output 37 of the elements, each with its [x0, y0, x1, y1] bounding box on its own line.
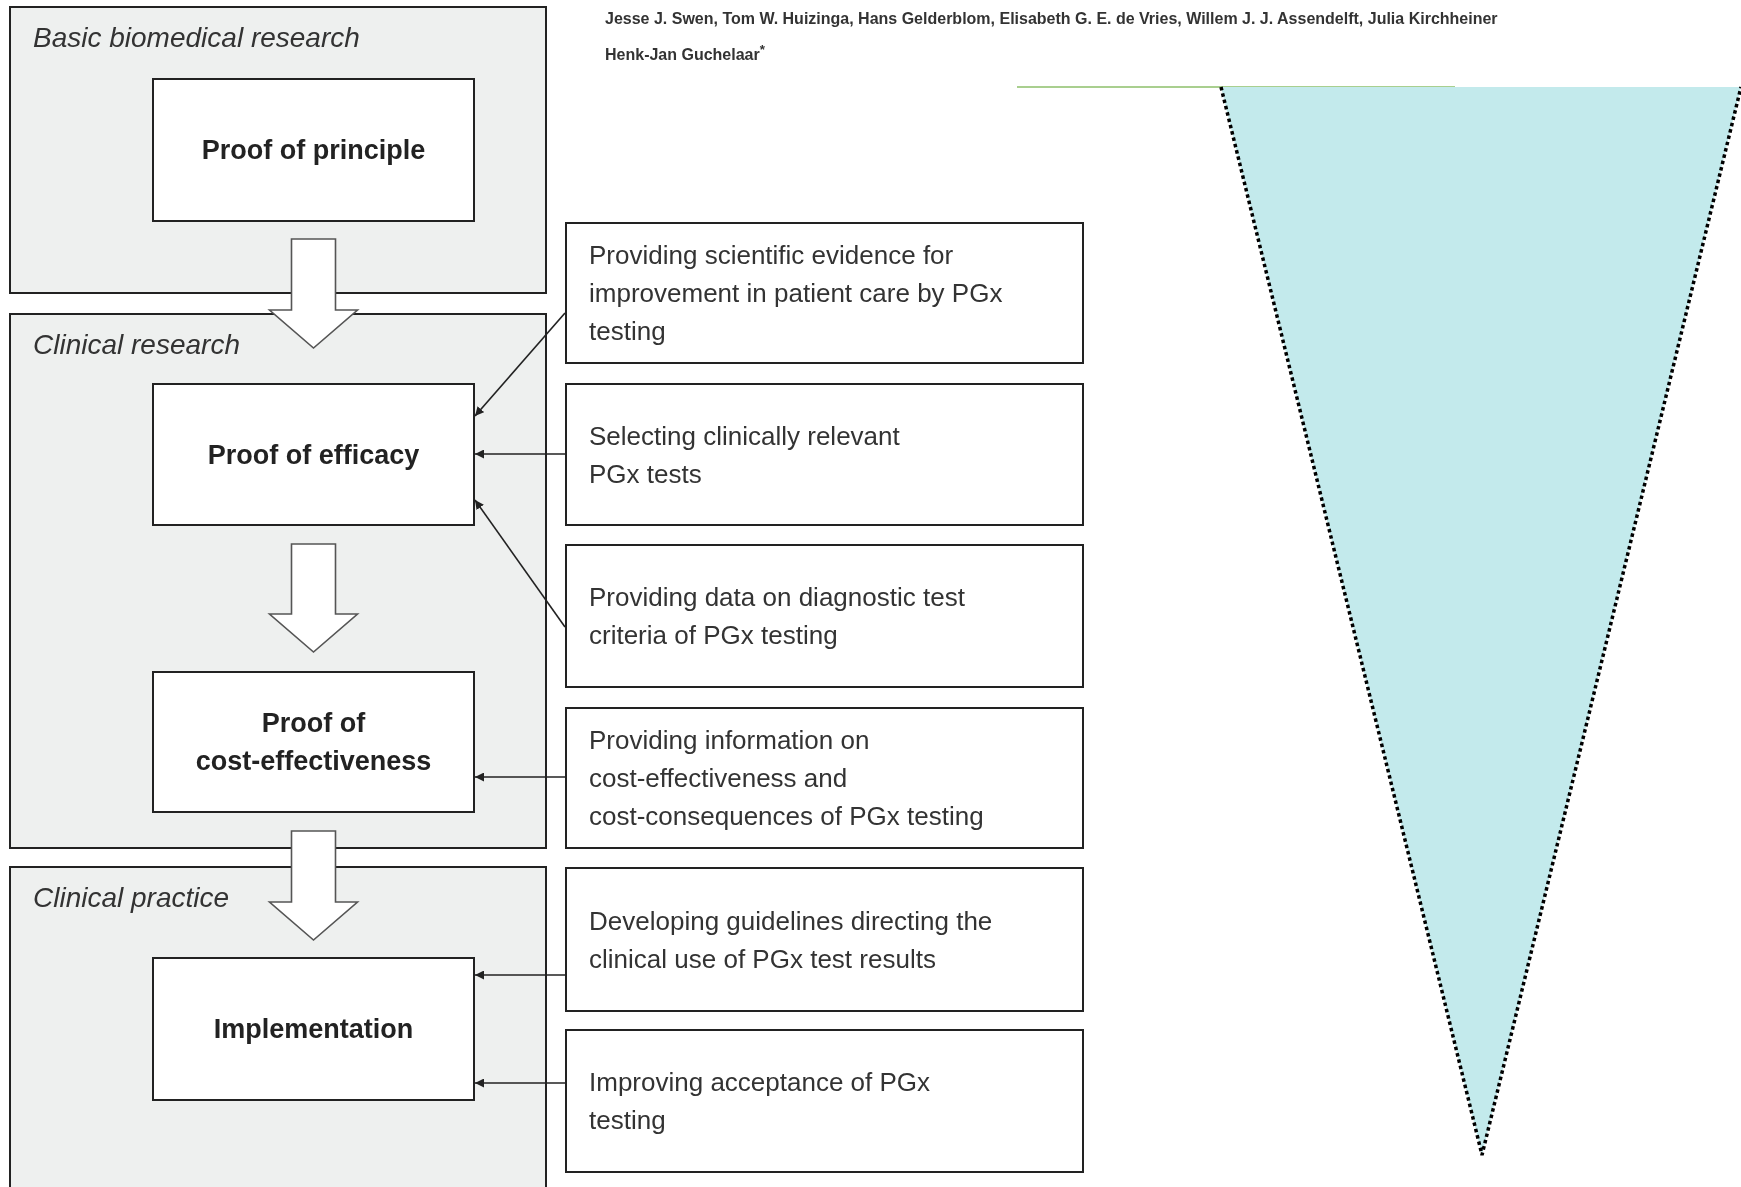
stage-title: Basic biomedical research — [33, 22, 360, 54]
stage-label: Implementation — [212, 1013, 415, 1046]
activity-box — [565, 222, 1084, 364]
stage-box — [152, 78, 475, 222]
stage-panel — [9, 866, 547, 1187]
arrow — [474, 1078, 566, 1088]
block-arrow — [267, 238, 360, 350]
arrow — [474, 312, 566, 417]
stage-title: Clinical research — [33, 329, 240, 361]
stage-box — [152, 671, 475, 813]
block-arrow — [267, 830, 360, 942]
stage-label: Proof of principle — [200, 134, 427, 167]
stage-box — [152, 383, 475, 526]
stage-title: Clinical practice — [33, 882, 230, 914]
activity-box — [565, 867, 1084, 1012]
stage-box — [152, 957, 475, 1101]
activity-text: Developing guidelines directing the clinical use of PGx test results — [588, 904, 994, 976]
activity-box — [565, 1029, 1084, 1173]
author-line: Jesse J. Swen, Tom W. Huizinga, Hans Gelderblom, Elisabeth G. E. de Vries, Willem J. J. Assendelft, Julia Kirchheiner — [605, 10, 1498, 28]
stage-panel — [9, 6, 547, 294]
arrow — [474, 970, 566, 980]
stage-label: Proof of efficacy — [206, 438, 421, 472]
activity-text: Providing information on cost-effectiveness and cost-consequences of PGx testing — [588, 724, 985, 833]
activity-text: Selecting clinically relevant PGx tests — [588, 419, 901, 491]
activity-box — [565, 383, 1084, 526]
activity-text: Providing data on diagnostic test criteria of PGx testing — [588, 581, 966, 652]
block-arrow — [267, 543, 360, 654]
activity-text: Improving acceptance of PGx testing — [588, 1066, 932, 1137]
activity-box — [565, 707, 1084, 849]
author-line: Henk-Jan Guchelaar$^{*}$ — [605, 42, 765, 65]
arrow — [474, 499, 566, 628]
arrow — [474, 772, 566, 782]
activity-box — [565, 544, 1084, 688]
stage-label: Proof of cost-effectiveness — [194, 707, 433, 778]
arrow — [474, 449, 566, 459]
activity-text: Providing scientific evidence for improvement in patient care by PGx testing — [588, 239, 1004, 348]
stage-panel — [9, 313, 547, 849]
